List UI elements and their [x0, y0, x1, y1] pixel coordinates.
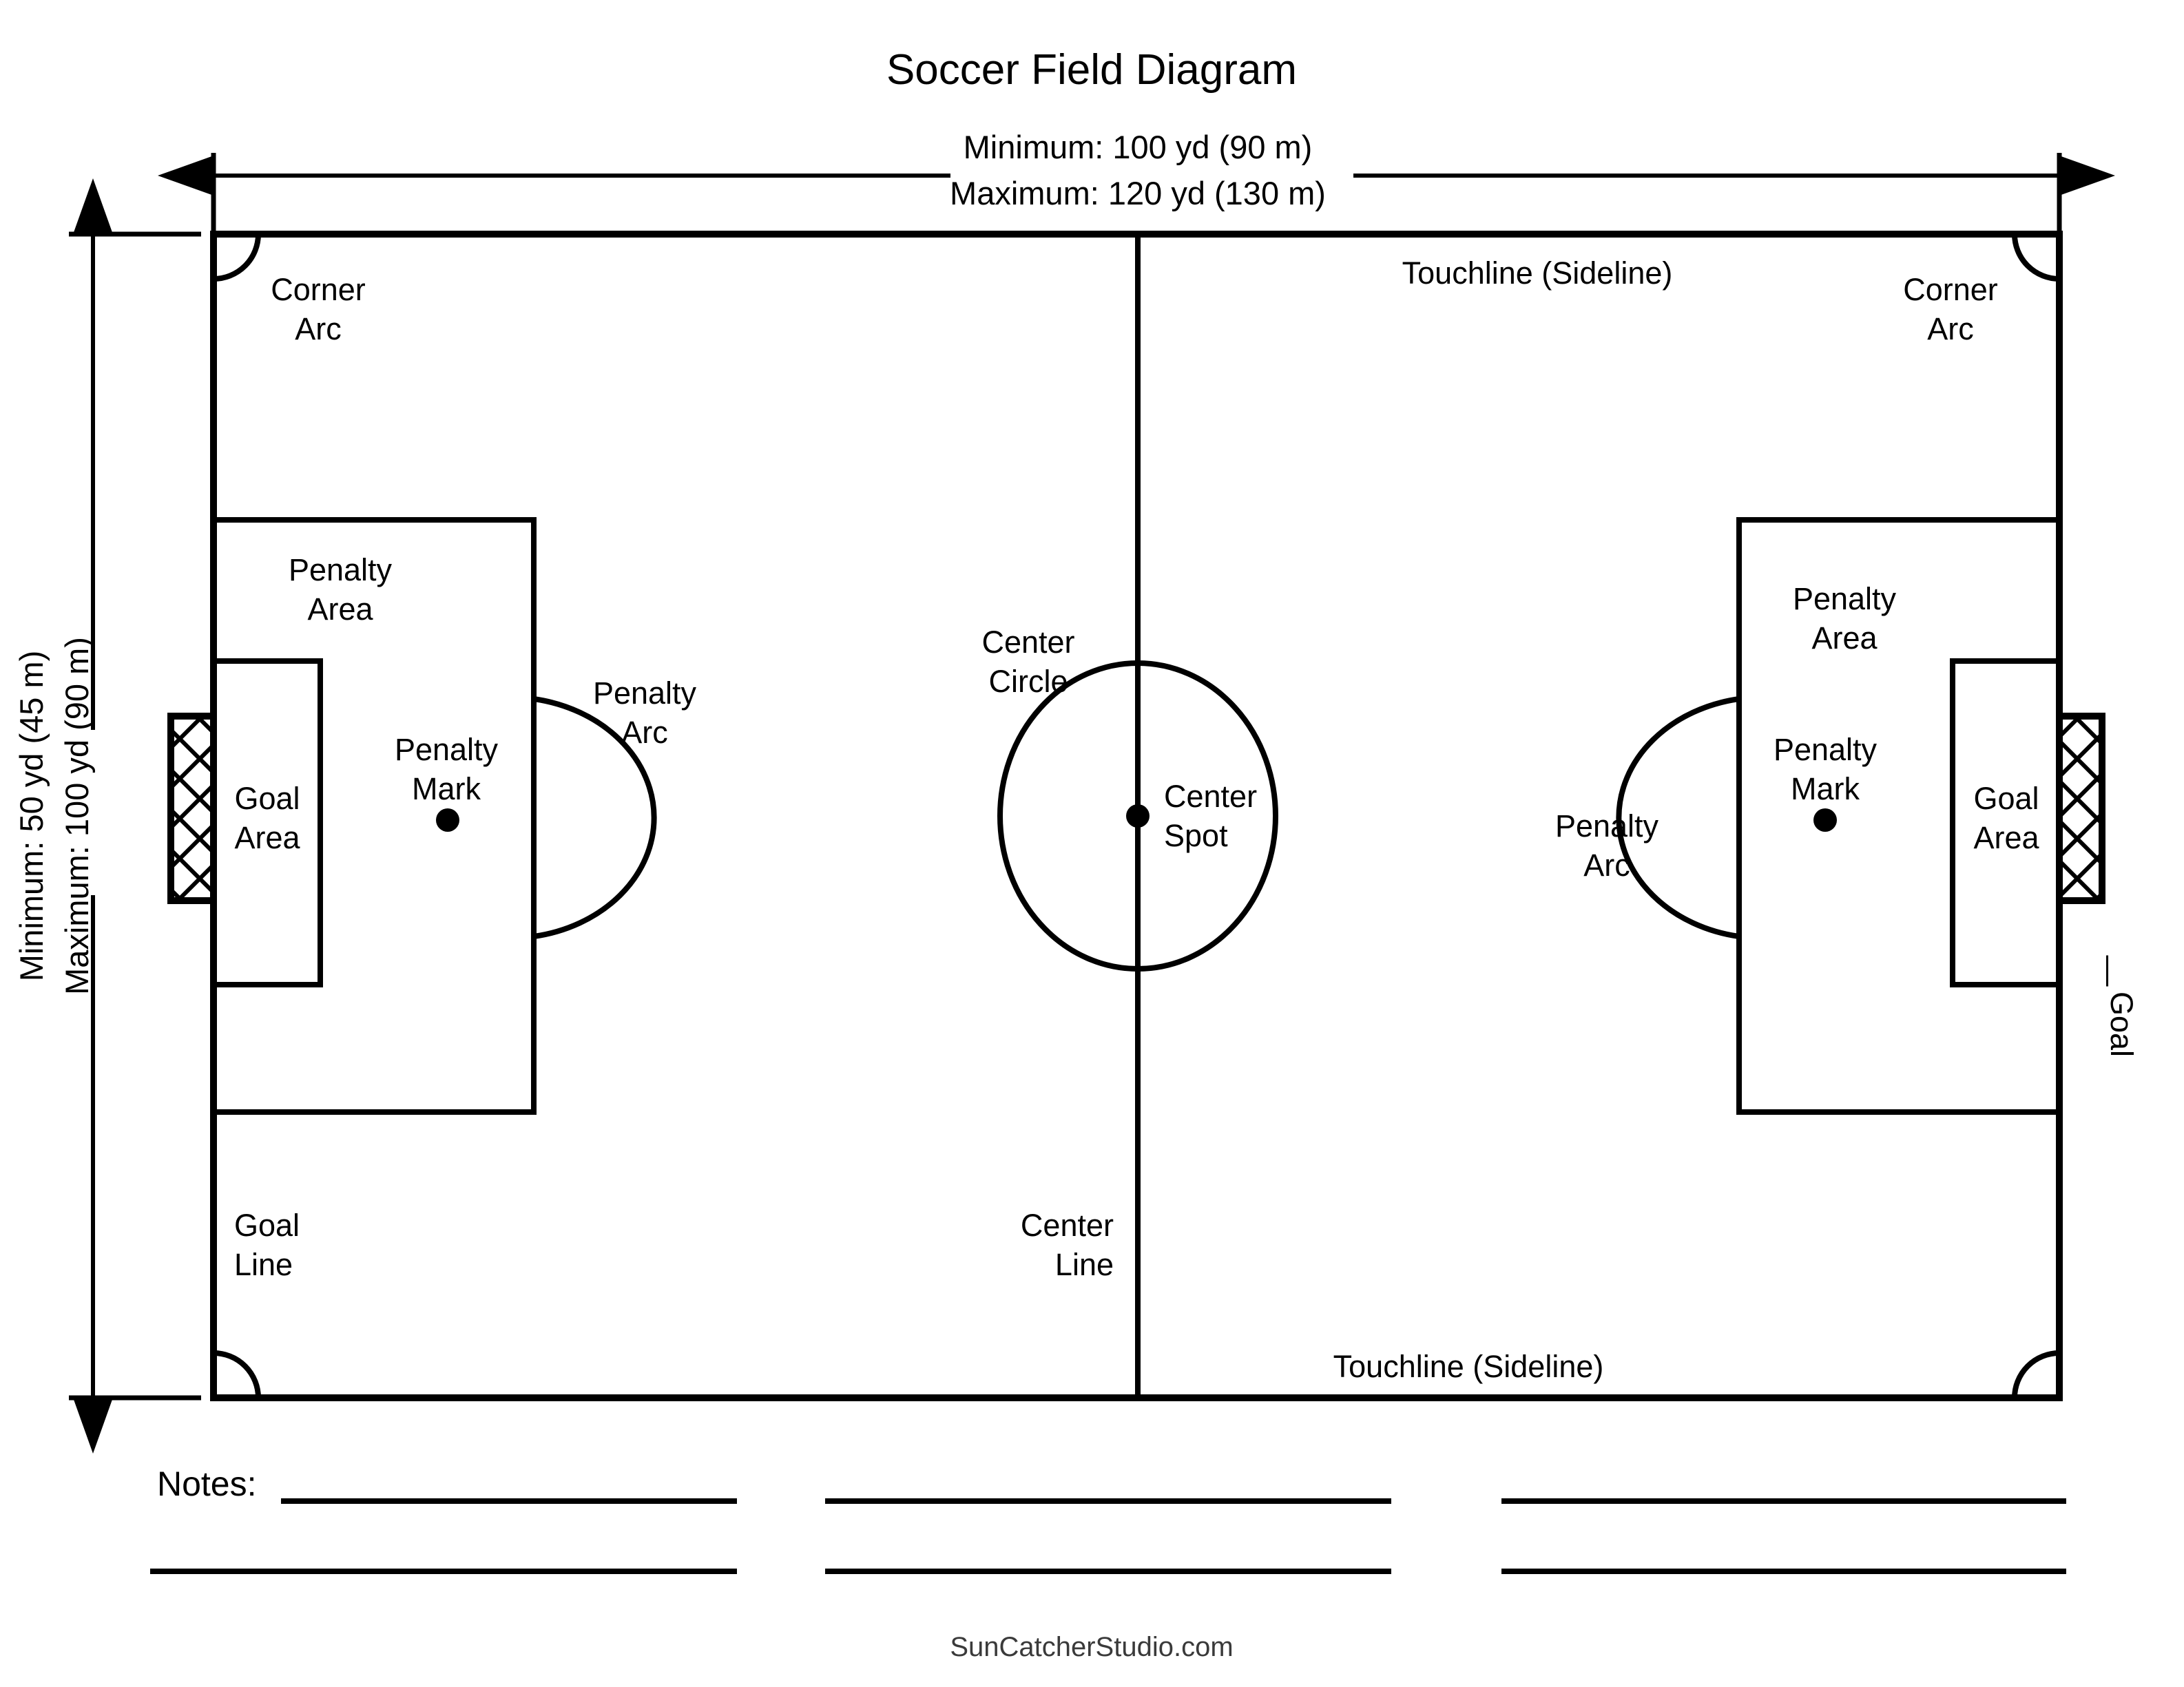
- penalty-area-label-left-line1: Penalty: [289, 552, 393, 587]
- penalty-arc-left: [533, 696, 657, 939]
- penalty-mark-label-left-line1: Penalty: [395, 732, 499, 767]
- penalty-area-right: [1736, 517, 2062, 1115]
- width-maximum-label: Maximum: 100 yd (90 m): [59, 637, 95, 995]
- corner-arc-label-right-line2: Arc: [1927, 311, 1974, 346]
- corner-arc-bottom-right: [2012, 1350, 2060, 1398]
- center-line-label-line1: Center: [1021, 1208, 1114, 1243]
- center-spot-label-line1: Center: [1164, 779, 1257, 814]
- goal-line-label-line1: Goal: [234, 1208, 300, 1243]
- goal-net-right: [2056, 713, 2105, 904]
- corner-arc-label-right-line1: Corner: [1903, 272, 1998, 307]
- center-circle-label-line2: Circle: [988, 664, 1068, 699]
- goal-leader-dash: —: [2092, 956, 2128, 987]
- notes-heading: Notes:: [157, 1465, 257, 1503]
- width-minimum-label: Minimum: 50 yd (45 m): [13, 651, 50, 982]
- penalty-mark-label-right-line1: Penalty: [1774, 732, 1878, 767]
- center-circle: [997, 660, 1278, 972]
- goal-line-label-line2: Line: [234, 1247, 293, 1282]
- penalty-arc-label-right-line2: Arc: [1583, 848, 1630, 883]
- page-title: Soccer Field Diagram: [886, 46, 1297, 94]
- penalty-arc-label-left-line2: Arc: [621, 715, 668, 750]
- penalty-area-left: [211, 517, 537, 1115]
- penalty-mark-left: [436, 808, 459, 832]
- penalty-arc-label-left-line1: Penalty: [593, 675, 697, 711]
- center-circle-label-line1: Center: [981, 625, 1074, 660]
- penalty-area-label-right-line2: Area: [1811, 620, 1878, 656]
- goal-net-left: [167, 713, 217, 904]
- penalty-area-label-right-line1: Penalty: [1793, 581, 1897, 616]
- goal-area-label-left-line1: Goal: [234, 781, 300, 816]
- penalty-area-label-left-line2: Area: [307, 591, 373, 627]
- touchline-label-top: Touchline (Sideline): [1402, 255, 1673, 291]
- corner-arc-label-left-line2: Arc: [295, 311, 342, 346]
- penalty-arc-right: [1616, 696, 1740, 939]
- goal-area-label-right-line2: Area: [1973, 820, 2039, 855]
- goal-label: Goal: [2104, 992, 2139, 1057]
- corner-arc-label-left-line1: Corner: [271, 272, 366, 307]
- center-line-label-line2: Line: [1055, 1247, 1114, 1282]
- penalty-mark-label-right-line2: Mark: [1791, 771, 1860, 806]
- penalty-mark-label-left-line2: Mark: [412, 771, 481, 806]
- length-minimum-label: Minimum: 100 yd (90 m): [964, 129, 1313, 165]
- corner-arc-bottom-left: [213, 1350, 261, 1398]
- penalty-arc-label-right-line1: Penalty: [1555, 808, 1659, 844]
- corner-arc-top-right: [2012, 233, 2060, 282]
- footer-watermark: SunCatcherStudio.com: [950, 1632, 1233, 1662]
- goal-area-label-left-line2: Area: [234, 820, 300, 855]
- corner-arc-top-left: [213, 233, 261, 282]
- center-spot: [1126, 804, 1150, 828]
- goal-area-label-right-line1: Goal: [1973, 781, 2039, 816]
- penalty-mark-right: [1813, 808, 1837, 832]
- length-maximum-label: Maximum: 120 yd (130 m): [950, 175, 1326, 211]
- touchline-label-bottom: Touchline (Sideline): [1333, 1349, 1604, 1384]
- center-spot-label-line2: Spot: [1164, 818, 1228, 853]
